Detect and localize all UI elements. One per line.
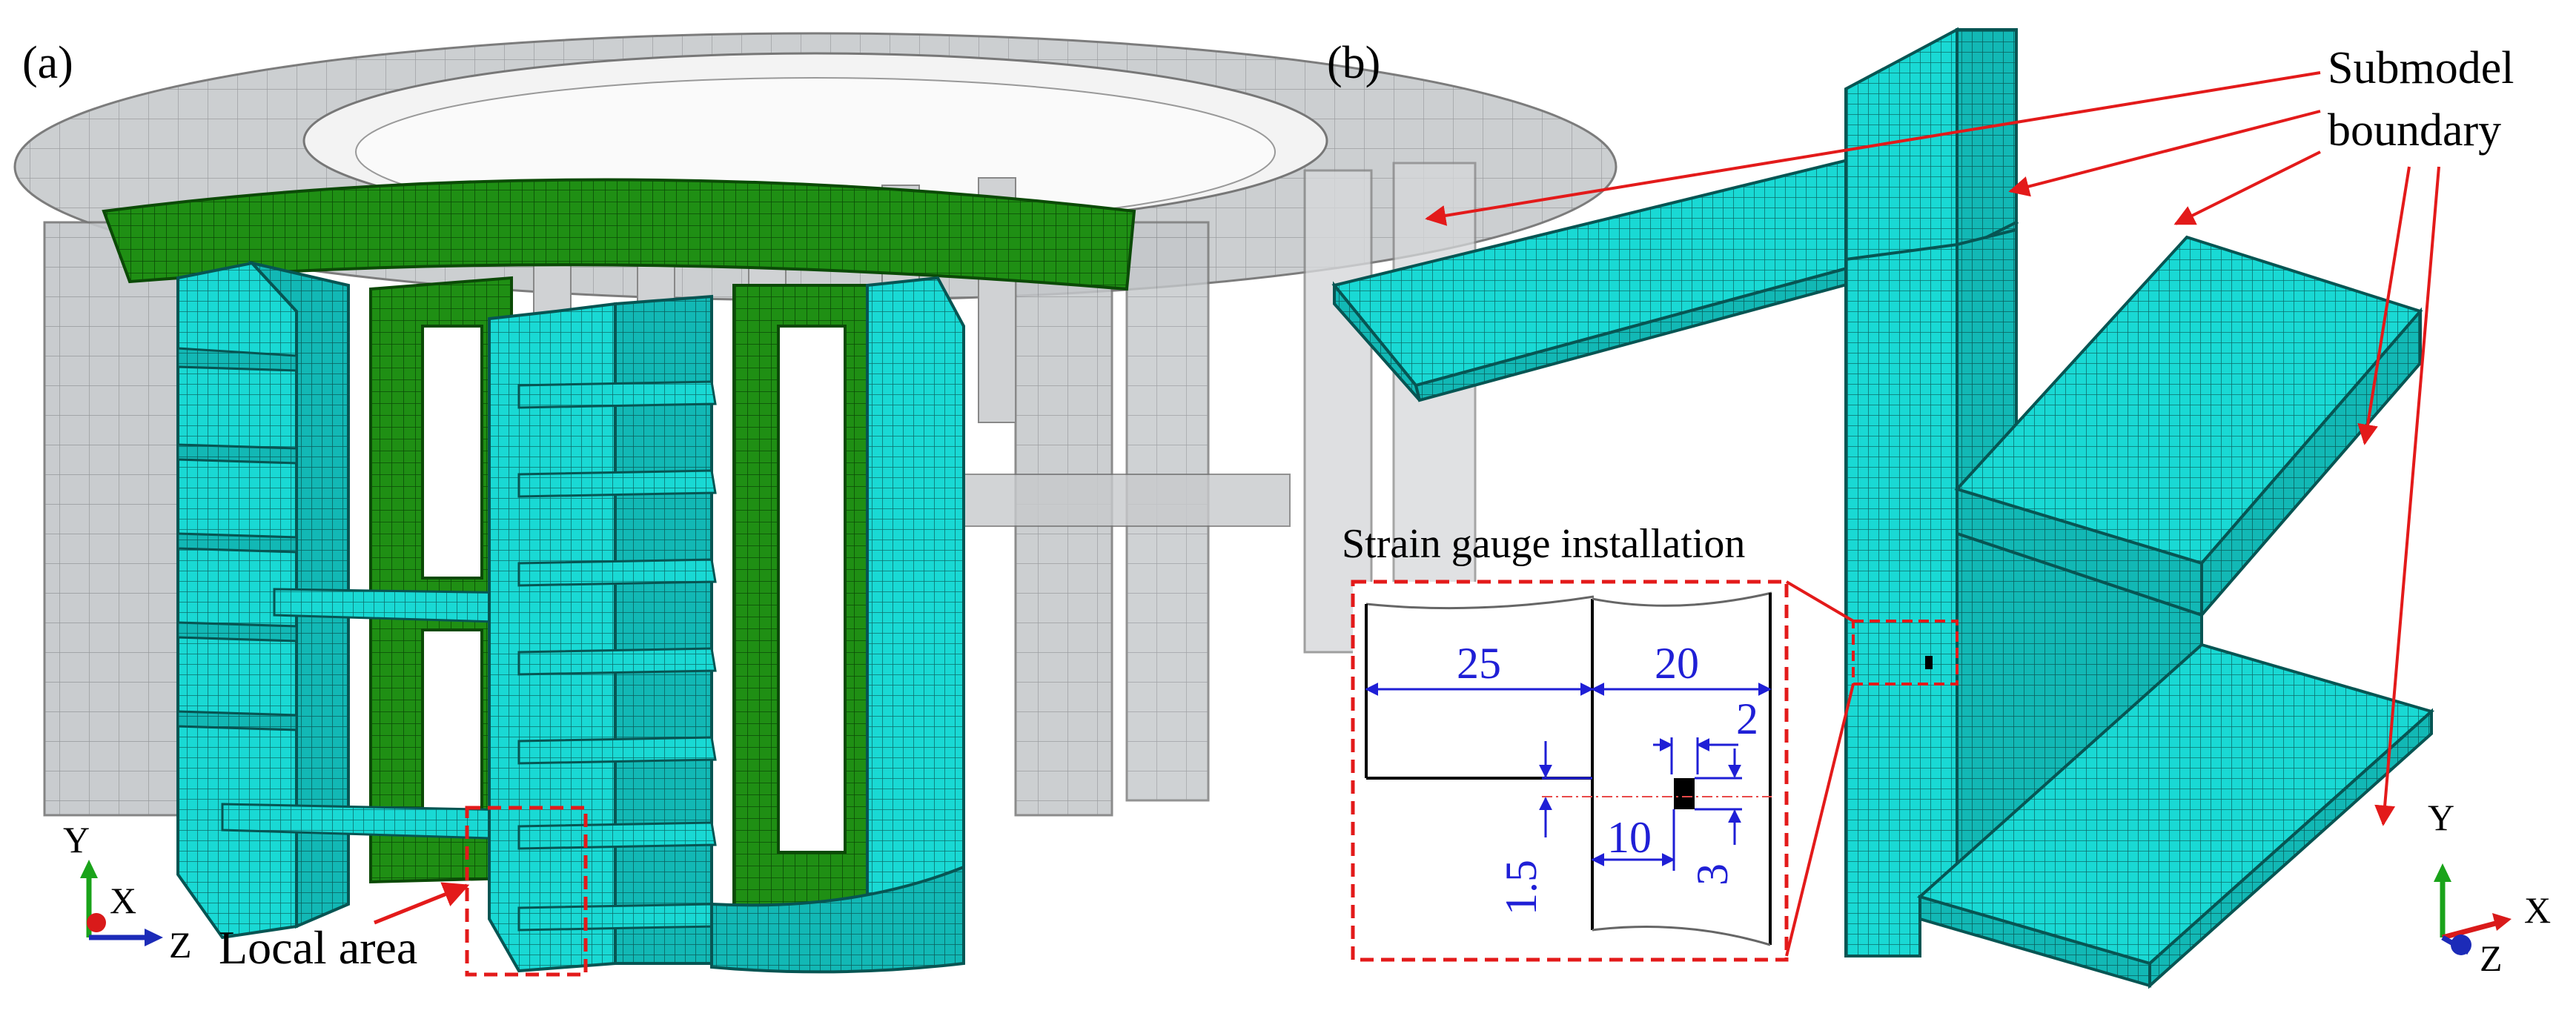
axis-triad-b: Y X Z xyxy=(2428,797,2551,979)
axis-triad-a: Y X Z xyxy=(63,819,192,966)
inset-gauge-block xyxy=(1674,778,1695,809)
panel-a-label: (a) xyxy=(22,38,73,88)
panel-b: (b) xyxy=(1327,27,2551,989)
dim-1-5: 1.5 xyxy=(1497,860,1546,915)
central-column xyxy=(1844,228,2018,957)
inset-box xyxy=(1351,580,1789,962)
dim-20: 20 xyxy=(1655,639,1699,688)
strain-gauge-marker xyxy=(1925,656,1933,669)
green-sector-plate xyxy=(102,178,1136,291)
axis-a-y-label: Y xyxy=(63,819,90,860)
axis-a-x-label: X xyxy=(110,880,136,921)
inset-leader-bottom xyxy=(1785,683,1855,957)
submodel-label-line2: boundary xyxy=(2328,105,2501,156)
axis-b-y-label: Y xyxy=(2428,797,2454,838)
axis-b-z-label: Z xyxy=(2480,937,2503,979)
strain-gauge-inset: Strain gauge installation xyxy=(1342,521,1855,962)
cyan-center-stack xyxy=(488,294,717,973)
strain-gauge-label: Strain gauge installation xyxy=(1342,521,1745,567)
submodel-boundary-arrows xyxy=(1425,71,2440,826)
green-frames xyxy=(369,276,884,910)
panel-b-label: (b) xyxy=(1327,38,1380,88)
dim-25: 25 xyxy=(1457,639,1501,688)
panel-a: (a) xyxy=(13,32,1618,977)
local-area-arrow xyxy=(374,882,470,925)
dim-10: 10 xyxy=(1607,813,1652,862)
submodel-label-line1: Submodel xyxy=(2328,43,2514,93)
axis-a-z-label: Z xyxy=(169,924,192,966)
inset-leader-top xyxy=(1785,580,1855,623)
bottom-flange xyxy=(1916,643,2435,989)
dim-3: 3 xyxy=(1688,863,1737,886)
dim-2: 2 xyxy=(1736,694,1758,743)
strain-gauge-region-box xyxy=(1852,620,1959,686)
local-area-label: Local area xyxy=(219,921,417,974)
axis-b-x-label: X xyxy=(2524,889,2551,931)
cyan-right-wall xyxy=(710,276,965,974)
